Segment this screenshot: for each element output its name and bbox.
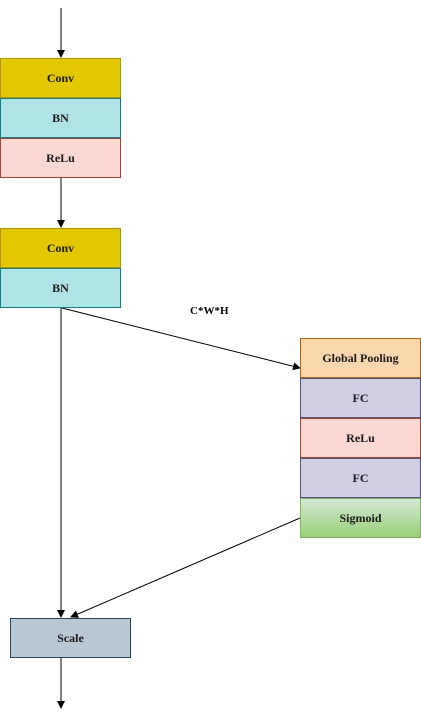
relu-label-1: ReLu xyxy=(46,150,75,165)
conv-node-1[interactable]: Conv xyxy=(0,58,121,98)
sigmoid-label: Sigmoid xyxy=(339,510,382,525)
relu-label-2: ReLu xyxy=(346,430,375,445)
fc-node-1[interactable]: FC xyxy=(300,378,421,418)
fc-label-2: FC xyxy=(352,470,369,485)
bn-label-2: BN xyxy=(52,280,69,295)
global-pooling-label: Global Pooling xyxy=(322,350,399,365)
bn-node-2[interactable]: BN xyxy=(0,268,121,308)
branch-arrow xyxy=(61,307,301,371)
conv-node-2[interactable]: Conv xyxy=(0,228,121,268)
relu-node-1[interactable]: ReLu xyxy=(0,138,121,178)
fc-node-2[interactable]: FC xyxy=(300,458,421,498)
branch-edge-label: C*W*H xyxy=(190,305,229,317)
fc-label-1: FC xyxy=(352,390,369,405)
conv-label-1: Conv xyxy=(46,70,75,85)
global-pooling-node[interactable]: Global Pooling xyxy=(300,338,421,378)
scale-label: Scale xyxy=(57,630,84,645)
bn-node-1[interactable]: BN xyxy=(0,98,121,138)
sigmoid-to-scale-arrow xyxy=(70,517,301,618)
scale-node[interactable]: Scale xyxy=(10,618,131,658)
bn-label-1: BN xyxy=(52,110,69,125)
conv-label-2: Conv xyxy=(46,240,75,255)
sigmoid-node[interactable]: Sigmoid xyxy=(300,498,421,538)
relu-node-2[interactable]: ReLu xyxy=(300,418,421,458)
